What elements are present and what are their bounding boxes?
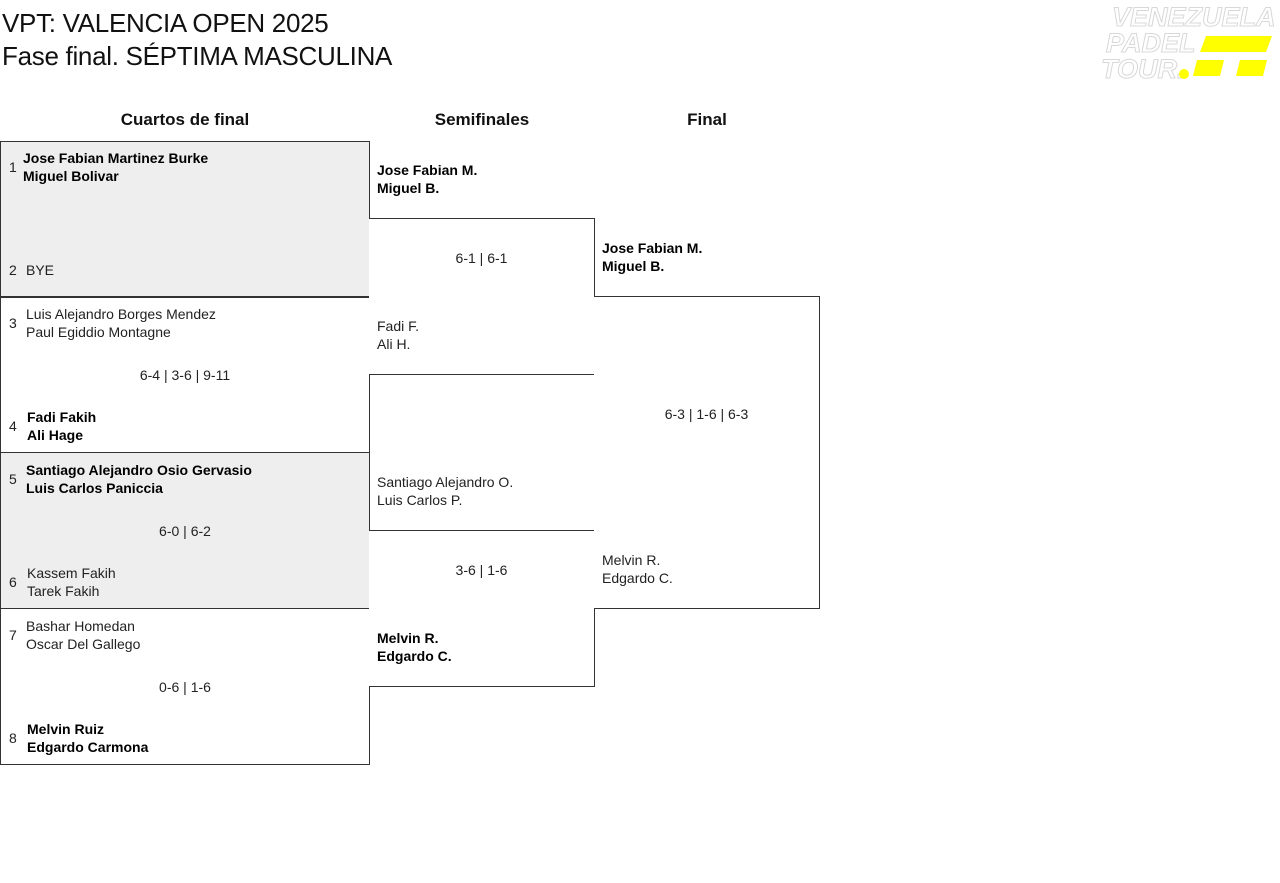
logo-dot-icon: [1179, 69, 1189, 79]
seed-number: 1: [9, 159, 17, 175]
logo-bar-icon: [1236, 60, 1267, 76]
team-winner[interactable]: Jose Fabian Martinez Burke Miguel Boliva…: [23, 149, 208, 185]
quarterfinal-match[interactable]: 7 Bashar Homedan Oscar Del Gallego 0-6 |…: [0, 608, 370, 765]
seed-number: 7: [9, 627, 17, 643]
logo-bar-icon: [1200, 36, 1272, 52]
match-score: 6-4 | 3-6 | 9-11: [139, 367, 231, 383]
team-winner[interactable]: Fadi Fakih Ali Hage: [27, 408, 96, 444]
player-name: Luis Carlos Paniccia: [26, 480, 163, 496]
logo-text-line: PADEL: [1106, 28, 1196, 58]
seed-number: 3: [9, 315, 17, 331]
player-name: BYE: [26, 262, 55, 278]
team-loser[interactable]: Luis Alejandro Borges Mendez Paul Egiddi…: [26, 305, 216, 341]
team-loser[interactable]: Kassem Fakih Tarek Fakih: [27, 564, 116, 600]
player-name: Fadi F.: [377, 318, 420, 334]
player-name: Jose Fabian M.: [602, 240, 703, 256]
player-name: Santiago Alejandro O.: [377, 474, 514, 490]
round-header-semifinals: Semifinales: [434, 110, 530, 129]
logo-text-line: TOUR.: [1101, 54, 1185, 82]
player-name: Melvin Ruiz: [27, 721, 105, 737]
seed-number: 8: [9, 730, 17, 746]
semifinal-match[interactable]: 3-6 | 1-6 Melvin R. Edgardo C.: [369, 530, 595, 687]
player-name: Luis Alejandro Borges Mendez: [26, 306, 216, 322]
logo-bar-icon: [1193, 60, 1224, 76]
player-name: Melvin R.: [377, 630, 439, 646]
player-name: Edgardo Carmona: [27, 739, 149, 755]
venezuela-padel-tour-logo: VENEZUELA PADEL TOUR.: [1101, 2, 1276, 82]
final-match[interactable]: 6-3 | 1-6 | 6-3 Melvin R. Edgardo C.: [594, 296, 820, 609]
player-name: Edgardo C.: [602, 570, 673, 586]
logo-text-line: VENEZUELA: [1112, 2, 1275, 32]
player-name: Santiago Alejandro Osio Gervasio: [26, 462, 252, 478]
player-name: Ali Hage: [27, 427, 84, 443]
round-header-final: Final: [687, 110, 727, 129]
match-score: 6-0 | 6-2: [159, 523, 211, 539]
semifinal-team-loser[interactable]: Fadi F. Ali H.: [377, 317, 419, 353]
round-header-quarterfinals: Cuartos de final: [120, 110, 250, 129]
quarterfinal-match[interactable]: 1 Jose Fabian Martinez Burke Miguel Boli…: [0, 141, 370, 298]
team-winner[interactable]: Santiago Alejandro Osio Gervasio Luis Ca…: [26, 461, 252, 497]
player-name: Luis Carlos P.: [377, 492, 463, 508]
match-score: 6-1 | 6-1: [455, 250, 508, 266]
seed-number: 4: [9, 418, 17, 434]
seed-number: 2: [9, 262, 17, 278]
player-name: Paul Egiddio Montagne: [26, 324, 171, 340]
player-name: Jose Fabian Martinez Burke: [23, 150, 209, 166]
player-name: Fadi Fakih: [27, 409, 97, 425]
quarterfinal-match[interactable]: 3 Luis Alejandro Borges Mendez Paul Egid…: [0, 296, 370, 453]
player-name: Tarek Fakih: [27, 583, 100, 599]
semifinal-team-winner[interactable]: Melvin R. Edgardo C.: [377, 629, 452, 665]
seed-number: 5: [9, 471, 17, 487]
seed-number: 6: [9, 574, 17, 590]
player-name: Miguel Bolivar: [23, 168, 119, 184]
team-bye: BYE: [26, 261, 54, 279]
match-score: 3-6 | 1-6: [455, 562, 508, 578]
player-name: Kassem Fakih: [27, 565, 116, 581]
player-name: Miguel B.: [602, 258, 665, 274]
quarterfinal-match[interactable]: 5 Santiago Alejandro Osio Gervasio Luis …: [0, 452, 370, 609]
page-title: VPT: VALENCIA OPEN 2025: [2, 8, 329, 38]
team-winner[interactable]: Melvin Ruiz Edgardo Carmona: [27, 720, 148, 756]
player-name: Melvin R.: [602, 552, 661, 568]
player-name: Ali H.: [377, 336, 411, 352]
semifinal-team-winner[interactable]: Jose Fabian M. Miguel B.: [377, 161, 477, 197]
page-subtitle: Fase final. SÉPTIMA MASCULINA: [2, 41, 393, 71]
player-name: Jose Fabian M.: [377, 162, 478, 178]
semifinal-match[interactable]: 6-1 | 6-1 Fadi F. Ali H.: [369, 218, 595, 375]
team-loser[interactable]: Bashar Homedan Oscar Del Gallego: [26, 617, 140, 653]
match-score: 6-3 | 1-6 | 6-3: [664, 406, 749, 422]
semifinal-team-loser[interactable]: Santiago Alejandro O. Luis Carlos P.: [377, 473, 513, 509]
match-score: 0-6 | 1-6: [159, 679, 211, 695]
final-team-runner-up[interactable]: Melvin R. Edgardo C.: [602, 551, 673, 587]
player-name: Miguel B.: [377, 180, 440, 196]
player-name: Oscar Del Gallego: [26, 636, 141, 652]
player-name: Edgardo C.: [377, 648, 452, 664]
player-name: Bashar Homedan: [26, 618, 135, 634]
final-team-winner[interactable]: Jose Fabian M. Miguel B.: [602, 239, 702, 275]
